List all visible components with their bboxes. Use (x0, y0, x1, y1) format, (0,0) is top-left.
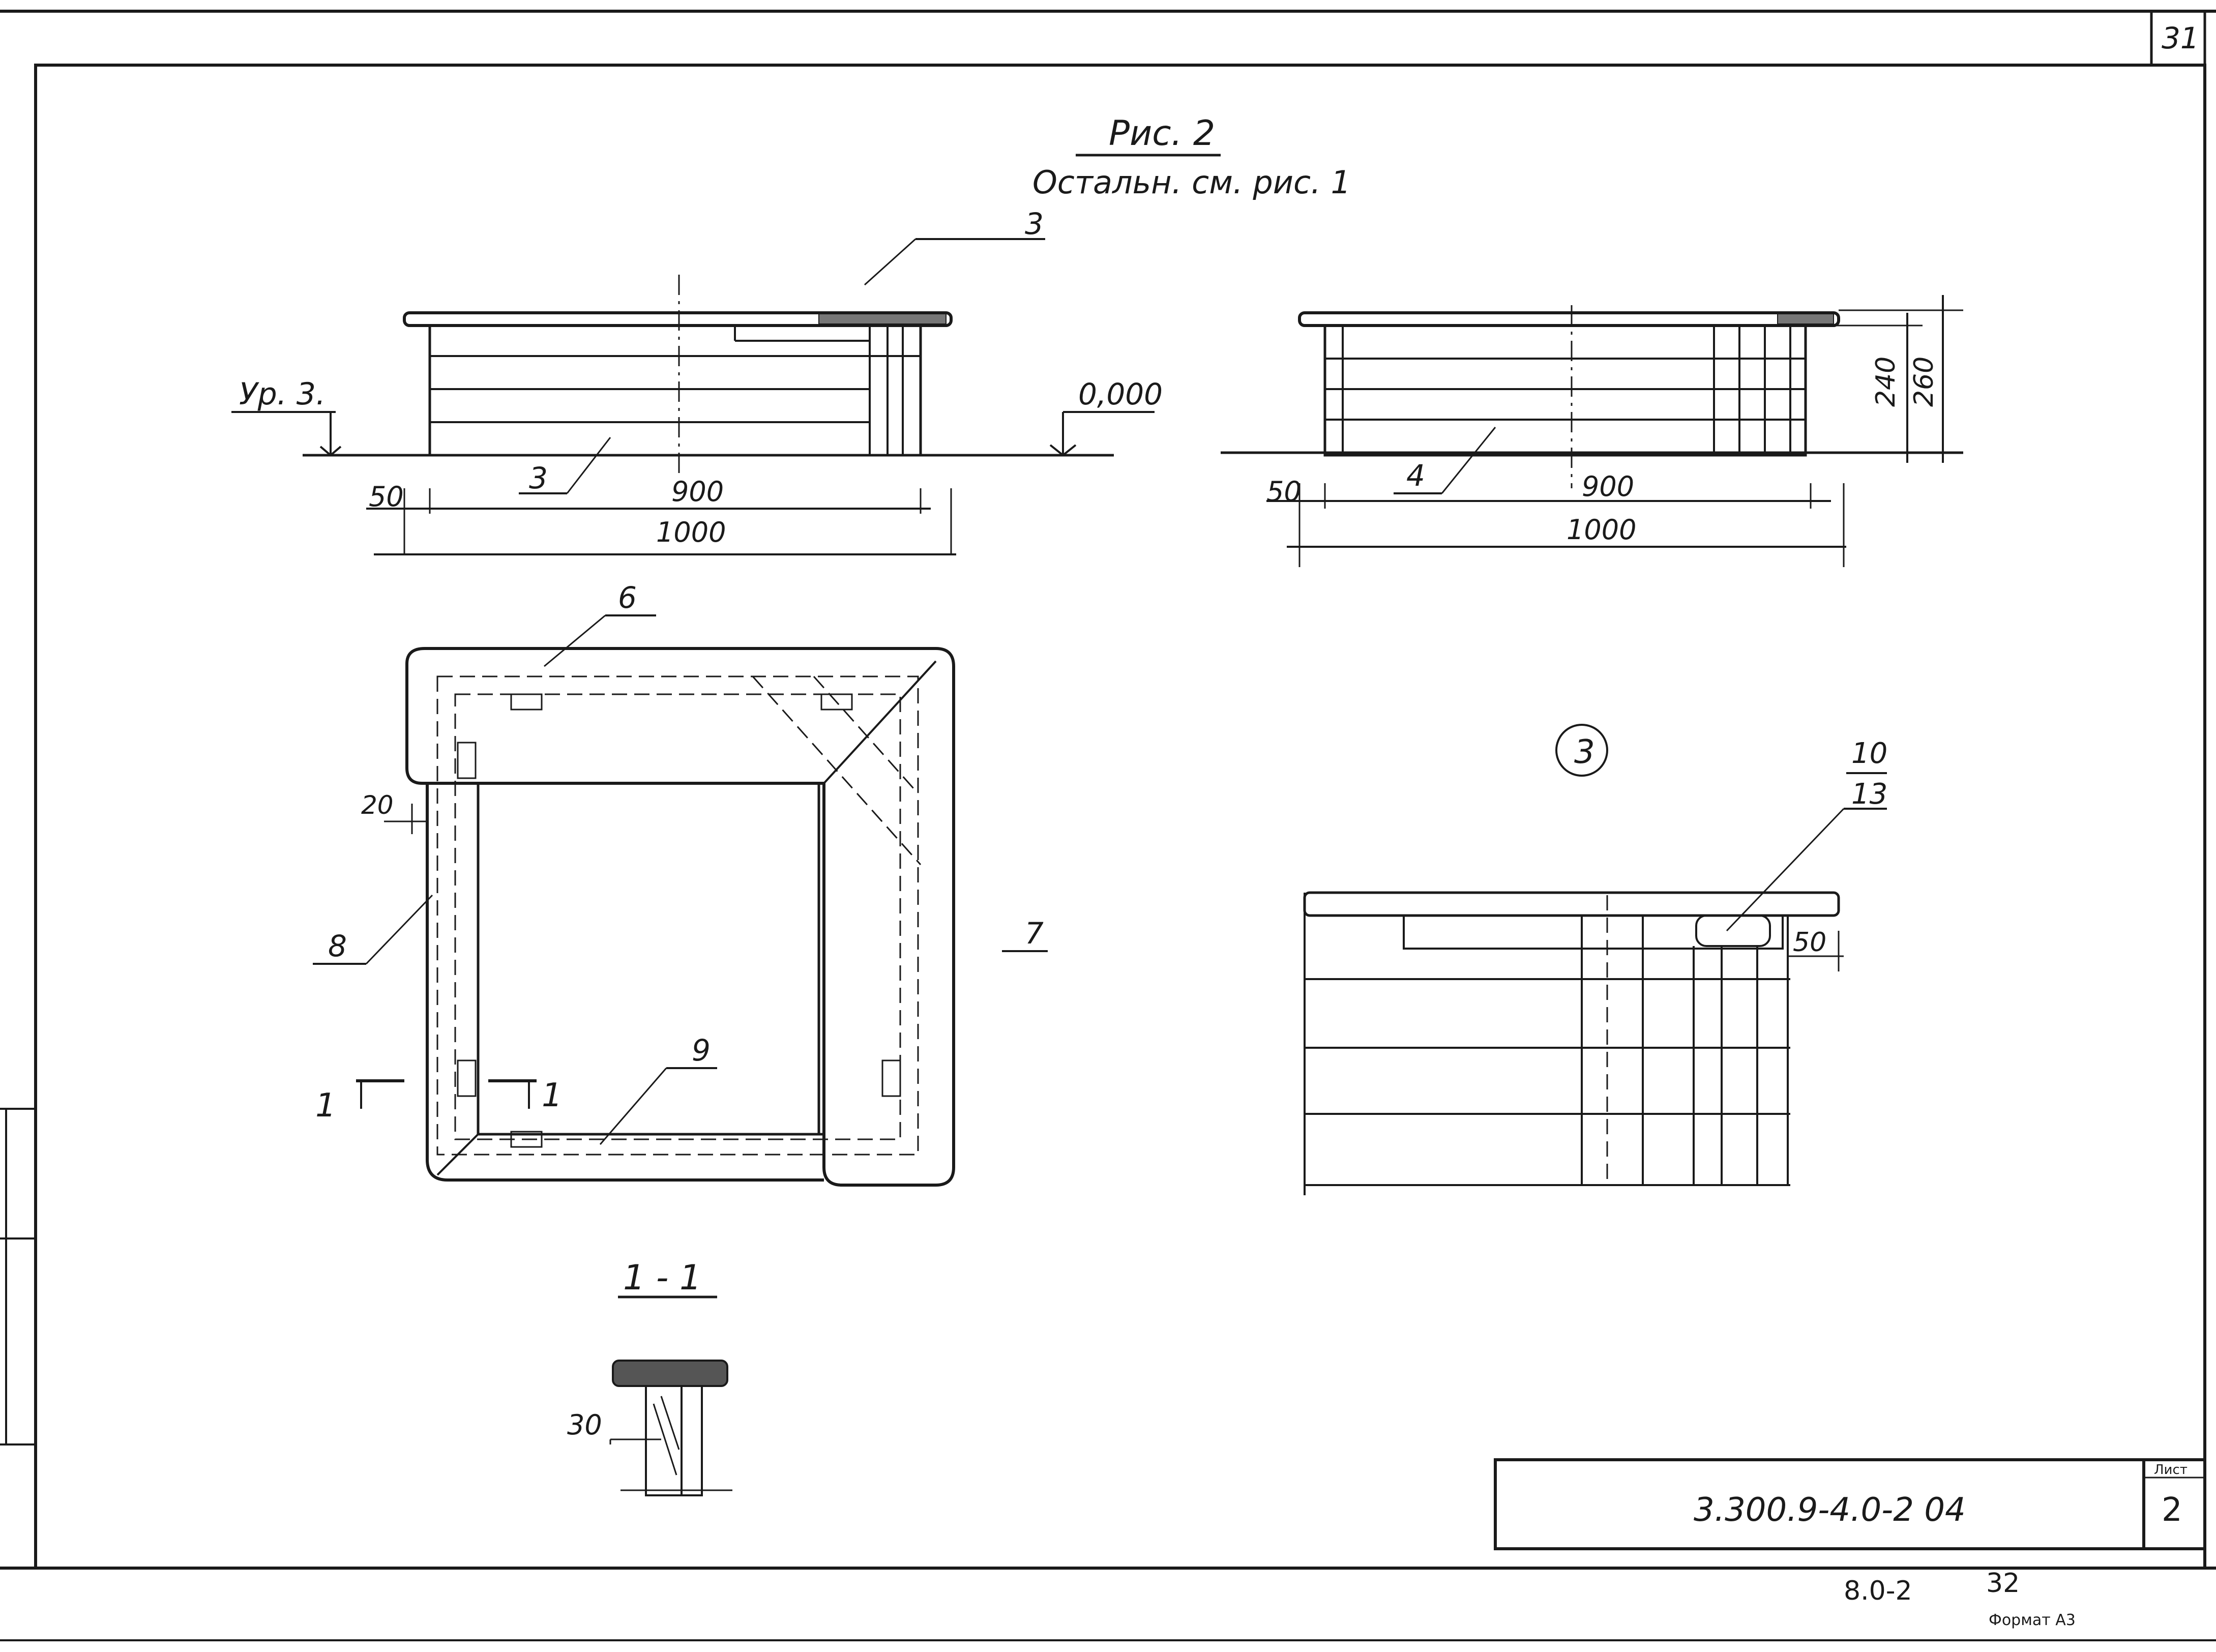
front-dim-total: 1000 (656, 516, 726, 548)
section-view (609, 1360, 732, 1496)
plan-callout-8: 8 (328, 929, 347, 963)
plan-callout-6: 6 (618, 580, 637, 615)
side-view (1221, 295, 1963, 567)
side-dim-inner: 900 (1582, 470, 1634, 503)
front-view (231, 238, 1155, 555)
page-corner-number: 31 (2162, 21, 2199, 55)
side-dim-total: 1000 (1567, 514, 1636, 546)
figure-title: Рис. 2 (1109, 113, 1215, 154)
side-callout: 4 (1406, 458, 1425, 493)
sheet-frame (0, 10, 2216, 1641)
sheet-label: Лист (2154, 1462, 2188, 1478)
plan-view (313, 614, 1048, 1187)
front-callout-bottom: 3 (529, 461, 548, 495)
plan-callout-7: 7 (1025, 916, 1044, 951)
front-level-left: Ур. 3. (239, 376, 326, 412)
detail-callout-top: 10 (1851, 737, 1887, 770)
plan-callout-9: 9 (692, 1033, 711, 1068)
format-label: Формат А3 (1989, 1611, 2076, 1629)
plan-section-marker-right: 1 (542, 1077, 563, 1114)
stamp-code: 3.300.9-4.0-2 04 (1694, 1491, 1966, 1529)
album-ref: 8.0-2 (1844, 1576, 1912, 1606)
detail-view (1303, 772, 1887, 1195)
front-dim-inner: 900 (671, 476, 724, 508)
side-height-2: 260 (1909, 357, 1939, 407)
detail-callout-bottom: 13 (1851, 778, 1887, 811)
detail-dim: 50 (1793, 927, 1826, 958)
plan-section-marker-left: 1 (315, 1087, 336, 1125)
front-level-right: 0,000 (1078, 377, 1163, 411)
section-title: 1 - 1 (623, 1258, 701, 1298)
detail-marker-label: 3 (1574, 733, 1595, 771)
side-dim-side: 50 (1266, 476, 1302, 508)
figure-subtitle: Остальн. см. рис. 1 (1032, 164, 1351, 201)
front-dim-side: 50 (369, 481, 404, 513)
album-page: 32 (1986, 1568, 2020, 1599)
title-block (1494, 1458, 2206, 1550)
detail-marker: 3 (1555, 724, 1608, 777)
sheet-number: 2 (2162, 1491, 2182, 1529)
side-height-1: 240 (1871, 357, 1901, 407)
section-dim: 30 (567, 1409, 602, 1441)
plan-dim-20: 20 (361, 790, 394, 820)
front-callout-top: 3 (1025, 206, 1044, 241)
